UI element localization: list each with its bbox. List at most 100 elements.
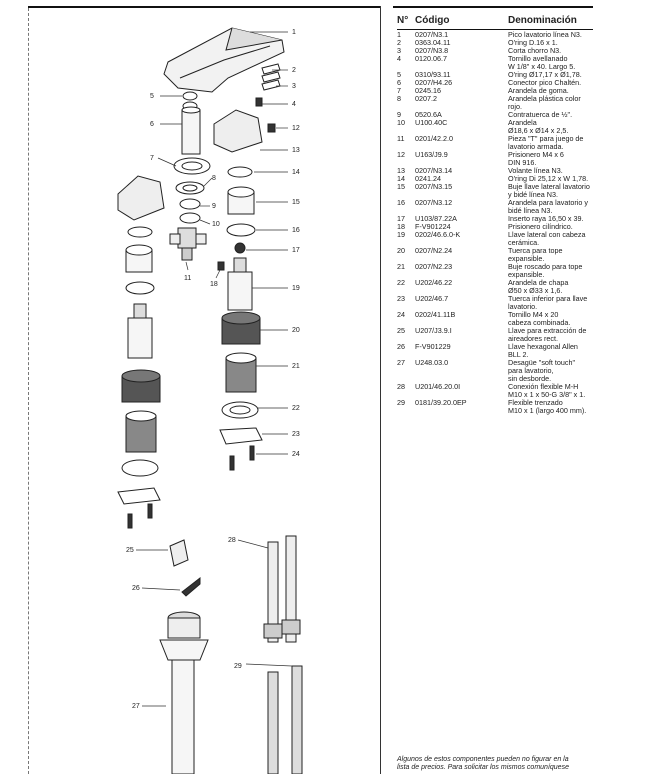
row-number: 26 <box>397 342 405 351</box>
row-name: Tornillo M4 x 20 cabeza combinada. <box>508 310 571 327</box>
row-number: 29 <box>397 398 405 407</box>
callout-21: 21 <box>292 363 300 370</box>
row-code: U103/87.22A <box>415 214 457 223</box>
header-number: N° <box>397 15 409 26</box>
callout-2: 2 <box>292 67 296 74</box>
row-number: 15 <box>397 182 405 191</box>
header-rule <box>397 29 593 30</box>
row-number: 18 <box>397 222 405 231</box>
callout-23: 23 <box>292 431 300 438</box>
callout-3: 3 <box>292 83 296 90</box>
part-connector <box>181 109 201 155</box>
part-insert-17 <box>234 242 246 254</box>
part-oring-14 <box>227 166 253 178</box>
row-code: 0207.2 <box>415 94 437 103</box>
row-name: Llave lateral con cabeza cerámica. <box>508 230 586 247</box>
row-code: 0363.04.11 <box>415 38 451 47</box>
callout-4: 4 <box>292 101 296 108</box>
callout-16: 16 <box>292 227 300 234</box>
table-row: 1 0207/N3.1 Pico lavatorio línea N3. <box>397 31 595 39</box>
part-prisoner-18 <box>217 261 225 271</box>
row-number: 17 <box>397 214 405 223</box>
row-name: Arandela de goma. <box>508 86 569 95</box>
row-code: 0207/N2.23 <box>415 262 453 271</box>
callout-18: 18 <box>210 281 218 288</box>
row-name: O'ring Ø17,17 x Ø1,78. <box>508 70 582 79</box>
part-spout <box>163 27 285 93</box>
row-number: 27 <box>397 358 405 367</box>
row-name: Tornillo avellanado W 1/8" x 40. Largo 5… <box>508 54 576 71</box>
row-number: 28 <box>397 382 405 391</box>
part-plate-left <box>117 487 161 505</box>
row-name: Prisionero M4 x 6 DIN 916. <box>508 150 564 167</box>
header-name: Denominación <box>508 15 577 26</box>
row-name: Llave para extracción de aireadores rect… <box>508 326 587 343</box>
row-number: 23 <box>397 294 405 303</box>
callout-7: 7 <box>150 155 154 162</box>
row-number: 25 <box>397 326 405 335</box>
row-code: 0207/N3.15 <box>415 182 453 191</box>
callout-19: 19 <box>292 285 300 292</box>
part-flex-connection <box>263 535 301 643</box>
row-name: Arandela plástica color rojo. <box>508 94 581 111</box>
row-name: Pico lavatorio línea N3. <box>508 30 582 39</box>
row-number: 20 <box>397 246 405 255</box>
part-t-piece <box>169 227 207 261</box>
column-divider <box>380 6 381 774</box>
row-code: U202/46.22 <box>415 278 453 287</box>
callout-8: 8 <box>212 175 216 182</box>
callout-6: 6 <box>150 121 154 128</box>
callout-22: 22 <box>292 405 300 412</box>
row-code: 0202/41.11B <box>415 310 456 319</box>
row-name: Conexión flexible M-H M10 x 1 x 50-G 3/8… <box>508 382 586 399</box>
row-code: U201/46.20.0I <box>415 382 461 391</box>
row-number: 16 <box>397 198 405 207</box>
callout-26: 26 <box>132 585 140 592</box>
row-number: 4 <box>397 54 401 63</box>
row-name: Arandela de chapa Ø50 x Ø33 x 1,6. <box>508 278 569 295</box>
callout-27: 27 <box>132 703 140 710</box>
callout-29: 29 <box>234 663 242 670</box>
row-code: U163/J9.9 <box>415 150 448 159</box>
row-number: 2 <box>397 38 401 47</box>
part-allen-key <box>181 576 201 597</box>
row-name: Corta chorro N3. <box>508 46 562 55</box>
callout-17: 17 <box>292 247 300 254</box>
part-washer-left <box>125 281 155 295</box>
part-threaded-bushing-21 <box>225 357 257 393</box>
row-code: 0310/93.11 <box>415 70 451 79</box>
row-code: 0207/N3.1 <box>415 30 449 39</box>
exploded-parts-diagram: 1 2 3 4 5 6 7 8 9 10 11 12 13 14 15 16 1… <box>117 27 303 774</box>
row-name: Inserto raya 16,50 x 39. <box>508 214 584 223</box>
row-name: Arandela Ø18,6 x Ø14 x 2,5. <box>508 118 569 135</box>
row-number: 13 <box>397 166 405 175</box>
table-row: 28 U201/46.20.0I Conexión flexible M-H M10… <box>397 383 595 399</box>
part-washer-16 <box>226 223 256 237</box>
row-code: 0181/39.20.0EP <box>415 398 467 407</box>
row-code: 0207/N3.8 <box>415 46 449 55</box>
callout-13: 13 <box>292 147 300 154</box>
table-row: 17 U103/87.22A Inserto raya 16,50 x 39. <box>397 215 595 223</box>
row-number: 14 <box>397 174 405 183</box>
callout-25: 25 <box>126 547 134 554</box>
row-name: Contratuerca de ½". <box>508 110 573 119</box>
row-number: 1 <box>397 30 401 39</box>
row-number: 9 <box>397 110 401 119</box>
part-washer-left-2 <box>121 459 159 477</box>
row-code: U207/J3.9.I <box>415 326 452 335</box>
part-braided-hose <box>267 665 303 774</box>
callout-labels: 1 2 3 4 5 6 7 8 9 10 11 12 13 14 15 16 1… <box>126 29 300 710</box>
header-code: Código <box>415 15 450 26</box>
parts-table: 1 0207/N3.1 Pico lavatorio línea N3. 2 0363.… <box>397 31 595 415</box>
